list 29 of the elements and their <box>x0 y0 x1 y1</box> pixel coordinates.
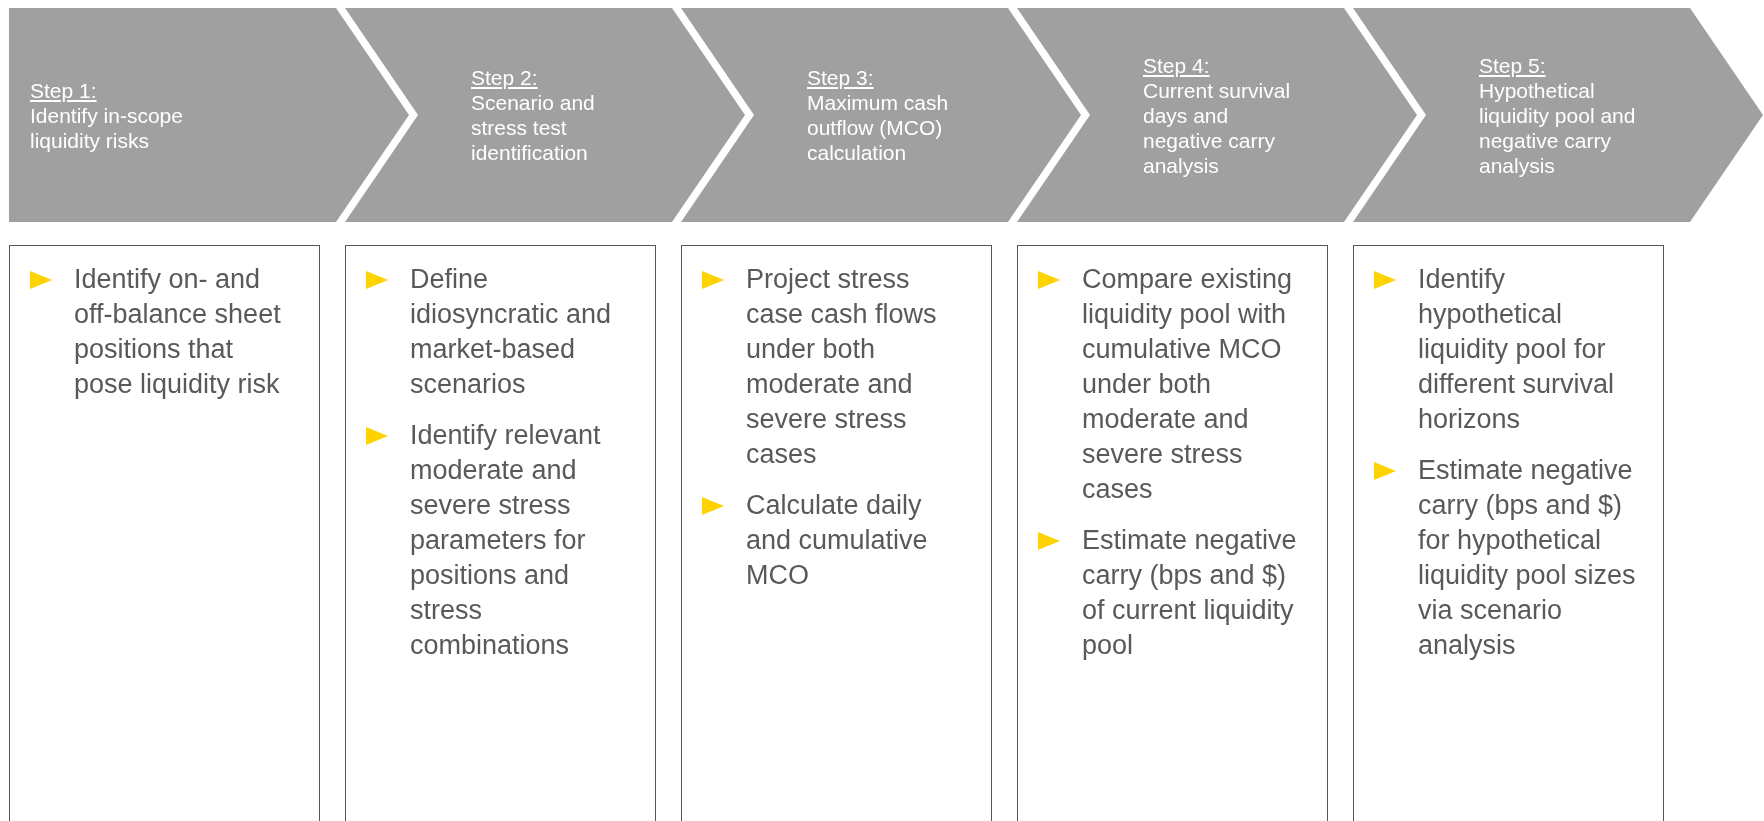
bullet-text: Estimate negative carry (bps and $) for hypothetical liquidity pool sizes via scenario analysis <box>1418 454 1636 662</box>
bullet-text: Identify on- and off-balance sheet positions that pose liquidity risk <box>74 263 282 401</box>
bullet-text: Project stress case cash flows under both moderate and severe stress cases <box>746 263 938 471</box>
bullet-text: Calculate daily and cumulative MCO <box>746 489 929 592</box>
bullet-text: Identify hypothetical liquidity pool for different survival horizons <box>1418 263 1616 436</box>
step-label: Step 4: <box>1143 52 1211 78</box>
step-header <box>9 8 409 222</box>
step-label: Step 5: <box>1479 52 1547 78</box>
step-header <box>1353 8 1763 222</box>
step-title: Scenario and stress test identification <box>471 90 596 165</box>
step-title: Maximum cash outflow (MCO) calculation <box>807 90 950 165</box>
step-label: Step 1: <box>30 77 98 103</box>
bullet-text: Estimate negative carry (bps and $) of current liquidity pool <box>1082 524 1298 662</box>
step-box <box>345 245 656 821</box>
step-header <box>681 8 1081 222</box>
step-box <box>1353 245 1664 821</box>
step-box <box>681 245 992 821</box>
step-title: Current survival days and negative carry analysis <box>1143 77 1292 178</box>
bullet-text: Compare existing liquidity pool with cumulative MCO under both moderate and severe stress cases <box>1082 263 1294 506</box>
step-label: Step 3: <box>807 65 875 90</box>
step-box <box>1017 245 1328 821</box>
step-box <box>9 245 320 821</box>
step-header <box>345 8 745 222</box>
bullet-text: Identify relevant moderate and severe stress parameters for positions and stress combinations <box>410 419 602 662</box>
step-title: Identify in-scope liquidity risks <box>30 102 184 153</box>
step-header <box>1017 8 1417 222</box>
step-label: Step 2: <box>471 65 539 90</box>
step-title: Hypothetical liquidity pool and negative carry analysis <box>1479 77 1637 178</box>
bullet-text: Define idiosyncratic and market-based scenarios <box>410 263 613 401</box>
